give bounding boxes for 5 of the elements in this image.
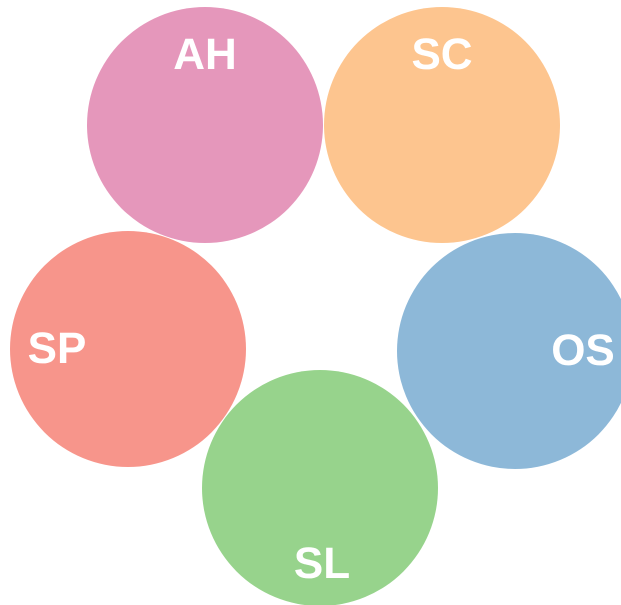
circle-label: SP xyxy=(28,325,86,373)
circle-label: SL xyxy=(294,540,350,588)
circle-label: AH xyxy=(173,31,237,79)
circle-label: OS xyxy=(551,327,615,375)
circle-label: SC xyxy=(411,31,473,79)
